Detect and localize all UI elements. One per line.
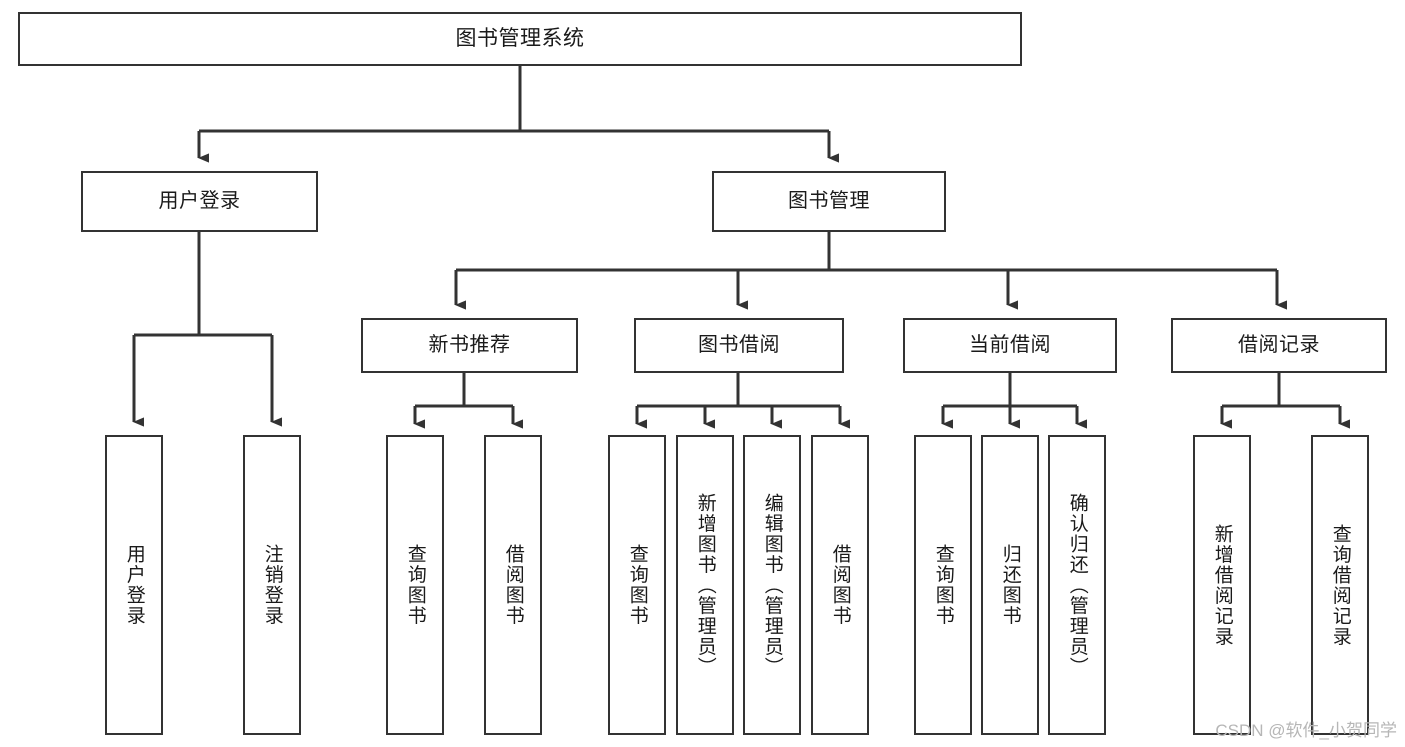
node-leaf-label: 归还图书 (999, 544, 1021, 626)
node-leaf-label: 借阅图书 (502, 544, 524, 626)
node-leaf[interactable]: 编辑图书（管理员） (743, 435, 801, 735)
csdn-watermark: CSDN @软件_小贺同学 (1215, 721, 1397, 740)
node-book-management[interactable]: 图书管理 (712, 171, 946, 232)
node-leaf-label: 查询图书 (404, 544, 426, 626)
node-leaf-label: 查询图书 (626, 544, 648, 626)
node-root-system-label: 图书管理系统 (455, 27, 585, 51)
node-user-login[interactable]: 用户登录 (81, 171, 318, 232)
node-new-book-recommend-label: 新书推荐 (428, 334, 511, 357)
node-leaf[interactable]: 新增图书（管理员） (676, 435, 734, 735)
node-book-management-label: 图书管理 (788, 190, 870, 213)
node-leaf[interactable]: 确认归还（管理员） (1048, 435, 1106, 735)
node-current-borrow[interactable]: 当前借阅 (903, 318, 1117, 373)
node-leaf[interactable]: 查询图书 (914, 435, 972, 735)
node-leaf-label: 查询借阅记录 (1329, 523, 1351, 647)
node-leaf-label: 新增图书（管理员） (694, 492, 716, 678)
node-leaf[interactable]: 借阅图书 (484, 435, 542, 735)
node-leaf-label: 新增借阅记录 (1211, 523, 1233, 647)
node-leaf[interactable]: 查询图书 (386, 435, 444, 735)
node-leaf-label: 查询图书 (932, 544, 954, 626)
node-leaf[interactable]: 新增借阅记录 (1193, 435, 1251, 735)
node-leaf[interactable]: 归还图书 (981, 435, 1039, 735)
node-leaf-label: 用户登录 (123, 544, 145, 626)
node-leaf-label: 注销登录 (261, 544, 283, 626)
node-leaf-label: 编辑图书（管理员） (761, 492, 783, 678)
node-root-system[interactable]: 图书管理系统 (18, 12, 1022, 66)
node-leaf[interactable]: 注销登录 (243, 435, 301, 735)
node-book-borrow[interactable]: 图书借阅 (634, 318, 844, 373)
node-user-login-label: 用户登录 (158, 190, 241, 213)
node-new-book-recommend[interactable]: 新书推荐 (361, 318, 578, 373)
node-leaf[interactable]: 用户登录 (105, 435, 163, 735)
node-leaf-label: 确认归还（管理员） (1066, 492, 1088, 678)
node-borrow-records[interactable]: 借阅记录 (1171, 318, 1387, 373)
node-borrow-records-label: 借阅记录 (1238, 334, 1320, 357)
node-leaf[interactable]: 查询借阅记录 (1311, 435, 1369, 735)
node-book-borrow-label: 图书借阅 (698, 334, 780, 357)
node-leaf[interactable]: 借阅图书 (811, 435, 869, 735)
node-current-borrow-label: 当前借阅 (969, 334, 1051, 357)
node-leaf[interactable]: 查询图书 (608, 435, 666, 735)
node-leaf-label: 借阅图书 (829, 544, 851, 626)
